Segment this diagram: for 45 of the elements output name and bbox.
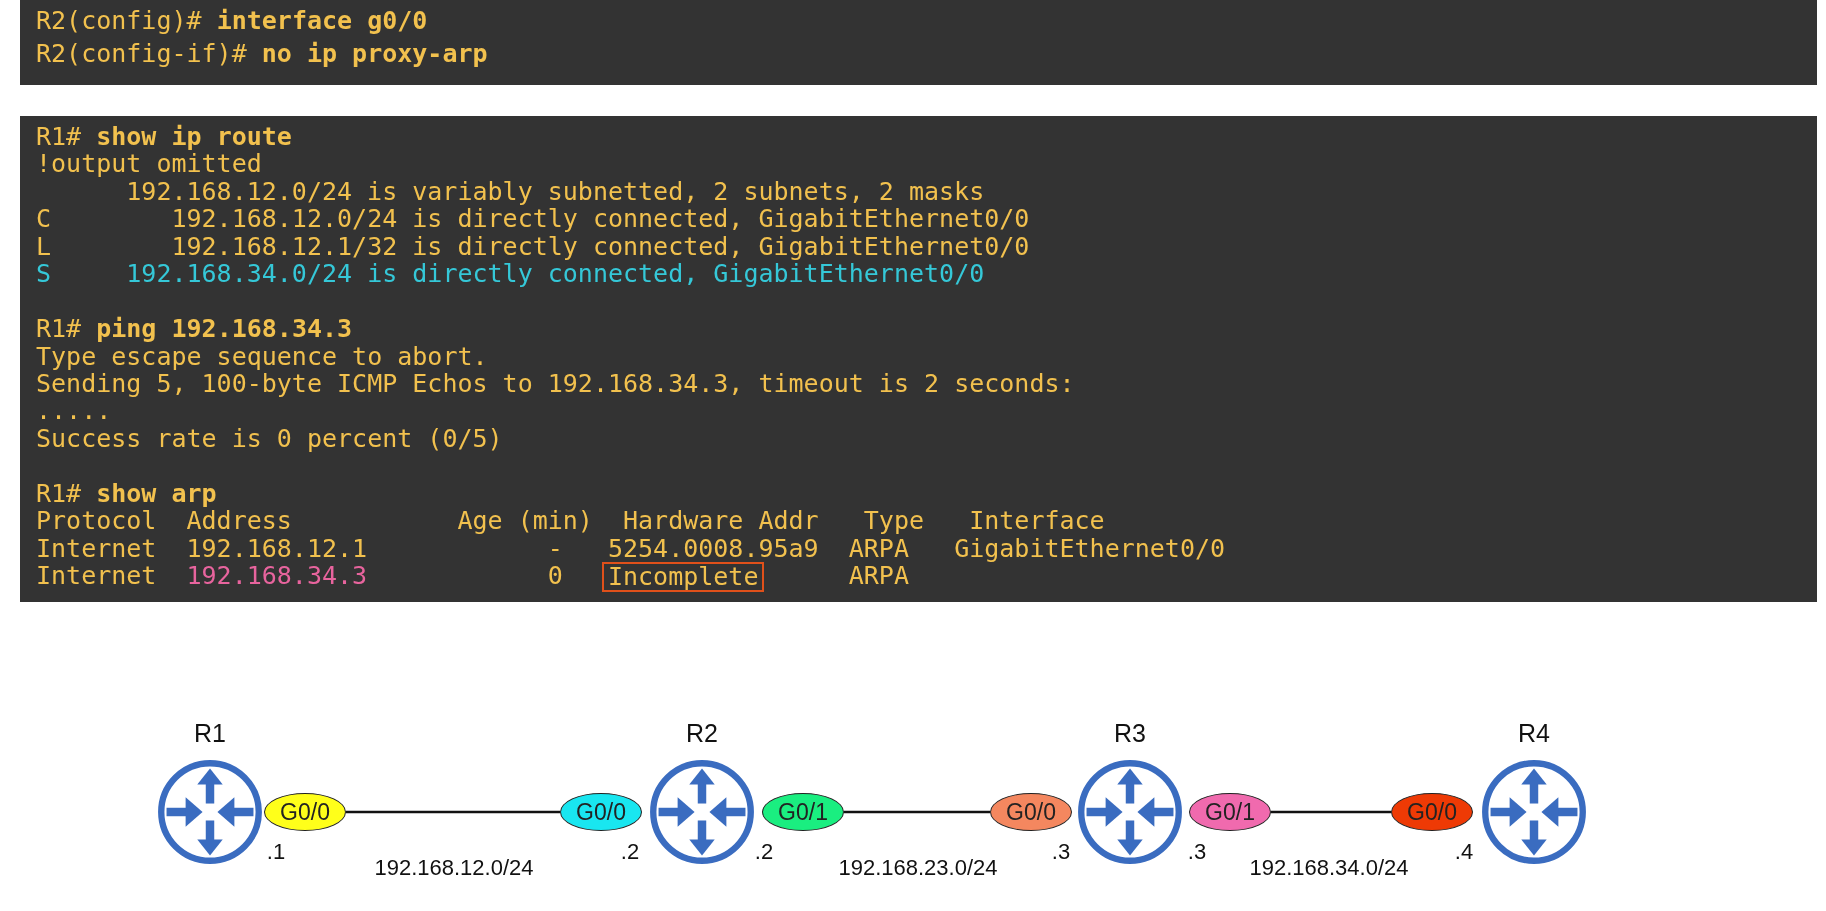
network-link: [346, 810, 560, 814]
ip-suffix: .1: [266, 839, 286, 865]
terminal-line: Type escape sequence to abort.: [36, 342, 488, 371]
terminal-line: R2(config)# interface g0/0: [36, 7, 428, 35]
terminal-panel: [20, 0, 1817, 85]
subnet-label: 192.168.12.0/24: [374, 855, 534, 881]
terminal-line: C 192.168.12.0/24 is directly connected, GigabitEthernet0/0: [36, 205, 1030, 234]
interface-label: G0/1: [762, 793, 844, 831]
terminal-line: !output omitted: [36, 150, 262, 179]
router-name: R2: [686, 719, 718, 748]
terminal-panel: [20, 116, 1817, 602]
terminal-line: R1# show ip route: [36, 123, 292, 151]
interface-label: G0/0: [560, 793, 642, 831]
ip-suffix: .3: [1051, 839, 1071, 865]
interface-label: G0/0: [1391, 793, 1473, 831]
terminal-line: 192.168.12.0/24 is variably subnetted, 2 subnets, 2 masks: [126, 177, 985, 206]
terminal-line: R1# show arp: [36, 479, 217, 508]
ip-suffix: .2: [754, 839, 774, 865]
terminal-line: 0: [547, 562, 563, 591]
terminal-line: .....: [36, 397, 112, 426]
router-name: R4: [1518, 719, 1550, 748]
ip-suffix: .4: [1454, 839, 1474, 865]
highlighted-entry: Incomplete: [601, 562, 765, 593]
ip-suffix: .2: [620, 839, 640, 865]
terminal-line: Internet 192.168.12.1 - 5254.0008.95a9 ARPA GigabitEthernet0/0: [36, 534, 1226, 563]
terminal-line: R1# ping 192.168.34.3: [36, 315, 353, 344]
terminal-line: S 192.168.34.0/24 is directly connected, GigabitEthernet0/0: [36, 260, 985, 289]
network-link: [1271, 810, 1391, 814]
terminal-line: Internet: [36, 562, 157, 591]
subnet-label: 192.168.23.0/24: [838, 855, 998, 881]
subnet-label: 192.168.34.0/24: [1249, 855, 1409, 881]
terminal-line: 192.168.34.3: [186, 562, 368, 591]
terminal-line: ARPA: [848, 562, 909, 591]
network-link: [844, 810, 990, 814]
terminal-line: R2(config-if)# no ip proxy-arp: [36, 40, 488, 68]
interface-label: G0/0: [264, 793, 346, 831]
interface-label: G0/1: [1189, 793, 1271, 831]
interface-label: G0/0: [990, 793, 1072, 831]
router-name: R1: [194, 719, 226, 748]
terminal-line: Success rate is 0 percent (0/5): [36, 424, 503, 453]
terminal-line: Protocol Address Age (min) Hardware Addr Type Interface: [36, 507, 1105, 536]
router-name: R3: [1114, 719, 1146, 748]
ip-suffix: .3: [1187, 839, 1207, 865]
terminal-line: Sending 5, 100-byte ICMP Echos to 192.168.34.3, timeout is 2 seconds:: [36, 369, 1075, 398]
terminal-line: L 192.168.12.1/32 is directly connected, GigabitEthernet0/0: [36, 232, 1030, 261]
